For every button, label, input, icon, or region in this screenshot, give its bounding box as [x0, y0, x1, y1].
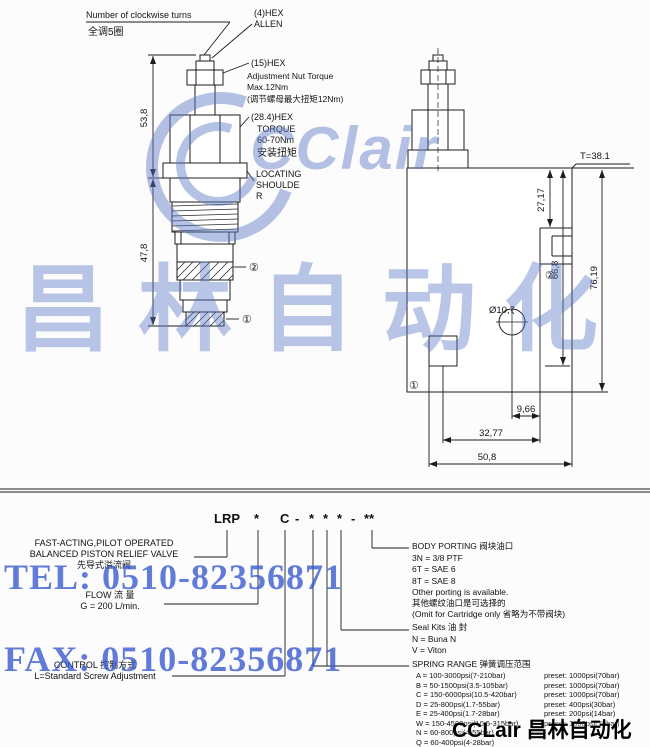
left-valve-dimensions: [148, 54, 196, 327]
left-valve-outline: [162, 54, 248, 327]
dim-27-17: 27,17: [536, 188, 547, 212]
spring-row-w: W = 150-4500psi(10.5-315bar) preset: 100…: [416, 719, 648, 728]
spring-row-a: A = 100-3000psi(7-210bar) preset: 1000ps…: [416, 671, 648, 680]
section-divider: [0, 488, 650, 493]
ordering-connector-lines: [164, 530, 409, 677]
porting-option-8t: 8T = SAE 8: [412, 575, 456, 586]
spring-preset: preset: 1000psi(70bar): [544, 681, 620, 690]
product-line-2: BALANCED PISTON RELIEF VALVE: [29, 549, 179, 559]
model-code-token-series: LRP: [214, 511, 240, 526]
dim-53-8: 53,8: [139, 109, 150, 128]
spring-preset: preset: 1000psi(70bar): [544, 671, 620, 680]
spring-row-b: B = 50-1500psi(3.5-105bar) preset: 1000p…: [416, 681, 648, 690]
model-code-token-dash1: -: [295, 511, 300, 526]
flow-value: G = 200 L/min.: [80, 601, 140, 611]
right-valve-outline: [406, 54, 573, 393]
left-valve-dimension-arrows: [150, 56, 156, 325]
control-title: CONTROL 控制方式: [53, 660, 137, 670]
spring-row-e: E = 25-400psi(1.7-28bar) preset: 200psi(…: [416, 709, 648, 718]
model-code-token-star3: *: [337, 511, 343, 526]
spring-row-q: Q = 60-400psi(4-28bar): [416, 738, 648, 747]
porting-note-cn: 其他螺纹油口是可选择的: [412, 598, 506, 609]
torque-line3: 安装扭矩: [257, 146, 297, 159]
nut-torque-line3: (调节螺母最大扭矩12Nm): [247, 94, 344, 104]
hex28-label: (28.4)HEX: [251, 112, 293, 122]
left-valve-hatching: [171, 203, 239, 327]
porting-options: 3N = 3/8 PTF 6T = SAE 6 8T = SAE 8 Other…: [412, 553, 565, 621]
left-port1-marker: ①: [242, 314, 252, 326]
spring-code: E = 25-400psi(1.7-28bar): [416, 709, 500, 718]
right-dimension-lines: [428, 163, 634, 467]
porting-note-omit: (Omit for Cartridge only 省略为不带阀块): [412, 609, 566, 620]
product-line-1: FAST-ACTING,PILOT OPERATED: [34, 538, 174, 548]
turns-label-en: Number of clockwise turns: [86, 10, 192, 20]
porting-note-en: Other porting is available.: [412, 586, 509, 597]
porting-title: BODY PORTING 阀块油口: [412, 541, 514, 551]
torque-line1: TORQUE: [257, 124, 295, 134]
right-dimension-arrows: [429, 170, 605, 467]
dim-hole-10-7: Ø10,7: [489, 305, 515, 316]
spring-preset: preset: 200psi(14bar): [544, 709, 616, 718]
model-code-token-dash2: -: [351, 511, 356, 526]
right-port1-marker: ①: [409, 380, 419, 392]
spring-code: D = 25-800psi(1.7-55bar): [416, 700, 501, 709]
control-label: CONTROL 控制方式 L=Standard Screw Adjustment: [20, 660, 170, 682]
right-port2-marker: ②: [545, 270, 555, 282]
spring-code: W = 150-4500psi(10.5-315bar): [416, 719, 519, 728]
spring-range-title: SPRING RANGE 弹簧调压范围: [412, 659, 531, 669]
control-value: L=Standard Screw Adjustment: [34, 671, 156, 681]
right-body-features: [437, 48, 572, 338]
model-code-token-flow: *: [254, 511, 260, 526]
left-valve-leader-lines: [86, 21, 255, 320]
spring-code: N = 60-800psi(4-55bar): [416, 728, 494, 737]
seal-option-v: V = Viton: [412, 645, 447, 656]
model-code-token-control: C: [280, 511, 290, 526]
porting-option-3n: 3N = 3/8 PTF: [412, 553, 463, 563]
hex4-label-line2: ALLEN: [254, 19, 283, 29]
model-code-token-porting: **: [364, 511, 375, 526]
spring-preset: preset: 400psi(30bar): [544, 700, 616, 709]
spring-row-n: N = 60-800psi(4-55bar): [416, 728, 648, 737]
product-description: FAST-ACTING,PILOT OPERATED BALANCED PIST…: [16, 538, 192, 571]
spring-code: C = 150-6000psi(10.5-420bar): [416, 690, 517, 699]
porting-option-6t: 6T = SAE 6: [412, 564, 456, 575]
spring-code: Q = 60-400psi(4-28bar): [416, 738, 495, 747]
torque-line2: 60-70Nm: [257, 135, 294, 145]
spring-row-d: D = 25-800psi(1.7-55bar) preset: 400psi(…: [416, 700, 648, 709]
spring-preset: preset: 1000psi(70bar): [544, 719, 620, 728]
flow-label: FLOW 流 量 G = 200 L/min.: [58, 590, 162, 612]
left-port2-marker: ②: [249, 262, 259, 274]
model-code-token-star1: *: [309, 511, 315, 526]
model-code-token-star2: *: [323, 511, 329, 526]
footer-brand: CCLair 昌林自动化: [452, 719, 632, 742]
spring-code: A = 100-3000psi(7-210bar): [416, 671, 506, 680]
dim-32-77: 32,77: [479, 428, 503, 439]
seal-title: Seal Kits 油 封: [412, 622, 468, 632]
nut-torque-line2: Max.12Nm: [247, 82, 288, 92]
flow-title: FLOW 流 量: [85, 590, 135, 600]
hex15-label: (15)HEX: [251, 58, 286, 68]
seal-option-n: N = Buna N: [412, 634, 457, 644]
dim-t-38-1: T=38.1: [580, 151, 610, 162]
locating-line3: R: [256, 191, 263, 201]
locating-line2: SHOULDE: [256, 180, 300, 190]
dim-76-19: 76,19: [589, 266, 600, 290]
spring-preset: preset: 1000psi(70bar): [544, 690, 620, 699]
dim-50-8: 50,8: [478, 452, 497, 463]
hex4-label-line1: (4)HEX: [254, 8, 284, 18]
dim-66-8: 66,8: [550, 261, 561, 280]
locating-line1: LOCATING: [256, 169, 301, 179]
spring-code: B = 50-1500psi(3.5-105bar): [416, 681, 508, 690]
dim-47-8: 47,8: [139, 244, 150, 263]
product-line-3: 先导式溢流阀: [76, 560, 131, 570]
dim-9-66: 9,66: [517, 404, 536, 415]
turns-label-cn: 全调5圈: [88, 25, 124, 38]
seal-options: N = Buna N V = Viton: [412, 634, 456, 657]
spring-row-c: C = 150-6000psi(10.5-420bar) preset: 100…: [416, 690, 648, 699]
nut-torque-line1: Adjustment Nut Torque: [247, 71, 334, 81]
